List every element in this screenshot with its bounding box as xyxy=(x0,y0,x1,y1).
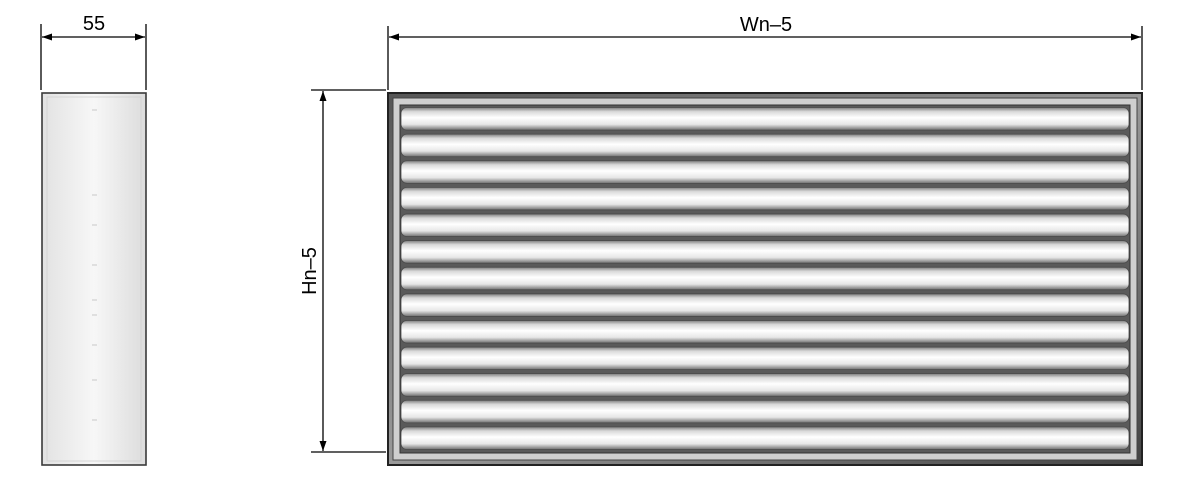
side-panel-marks xyxy=(92,109,97,421)
grille-blade xyxy=(400,346,1130,371)
grille-blade xyxy=(400,213,1130,237)
grille-blade xyxy=(400,107,1130,131)
height-dimension: Hn–5 xyxy=(299,89,386,453)
grille-blade xyxy=(400,426,1130,450)
front-view: Wn–5 Hn–5 xyxy=(299,14,1143,466)
width-dimension: Wn–5 xyxy=(387,14,1143,90)
width-label: Wn–5 xyxy=(740,14,792,36)
grille-blades xyxy=(400,107,1130,450)
grille-blade xyxy=(400,373,1130,397)
grille-blade xyxy=(400,293,1130,317)
depth-dimension: 55 xyxy=(40,13,147,90)
height-label: Hn–5 xyxy=(299,247,321,295)
grille-blade xyxy=(400,240,1130,264)
grille-blade xyxy=(400,160,1130,184)
grille-blade xyxy=(400,186,1130,211)
depth-label: 55 xyxy=(83,13,105,35)
side-panel xyxy=(41,92,147,466)
grille-blade xyxy=(400,399,1130,424)
grille-blade xyxy=(400,320,1130,344)
grille-blade xyxy=(400,133,1130,158)
grille-blade xyxy=(400,266,1130,291)
side-view: 55 xyxy=(40,13,147,466)
side-panel-inner-edge xyxy=(46,96,142,462)
